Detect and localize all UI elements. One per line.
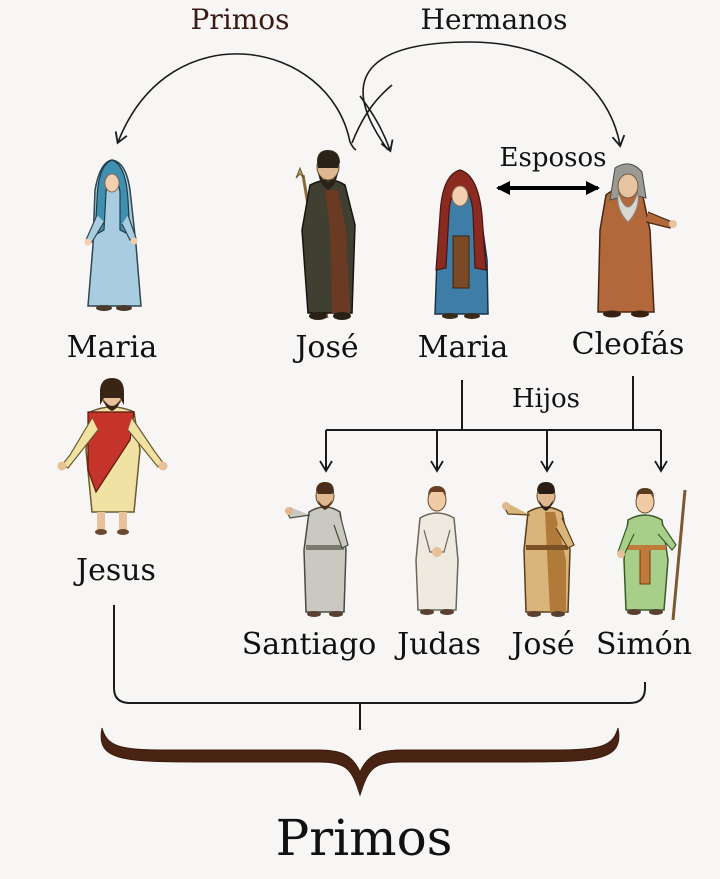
hijos-label: Hijos [511,384,581,414]
judas-figure [415,486,459,615]
jesus-figure [57,378,168,535]
hijos-tree [319,376,668,473]
jose-1-name: José [295,330,359,365]
hermanos-arc-arrow [362,41,626,151]
primos-bottom-label: Primos [275,809,453,867]
hermanos-arc-start [351,84,393,144]
santiago-name: Santiago [241,627,377,662]
primos-bracket-line [113,605,646,704]
cleofas-name: Cleofás [571,327,685,362]
simon-figure [617,488,687,621]
cleofas-figure [597,163,677,318]
santiago-figure [285,482,349,617]
primos-arc-end [359,95,394,153]
maria-1-figure [84,159,142,311]
simon-name: Simón [596,627,692,662]
primos-arc-arrow [114,53,351,145]
hermanos-label: Hermanos [420,3,568,36]
curly-brace [100,727,620,797]
primos-top-label: Primos [190,3,290,36]
jose-2-figure [502,482,575,617]
maria-1-name: Maria [66,330,158,365]
primos-arc-tail [349,141,357,151]
jesus-name: Jesus [76,553,156,588]
jose-1-figure [295,150,356,320]
maria-2-name: Maria [417,330,509,365]
jose-2-name: José [511,627,575,662]
esposos-label: Esposos [499,143,607,173]
maria-2-figure [434,169,489,319]
judas-name: Judas [397,627,481,662]
